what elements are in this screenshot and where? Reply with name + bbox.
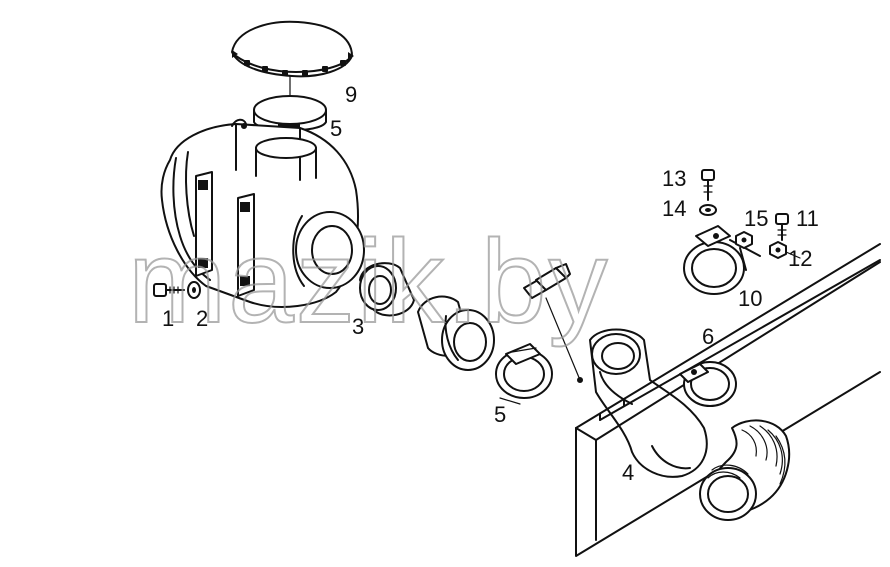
callout-6: 6 [702,324,714,349]
part-4-intake-pipe [589,328,708,478]
part-10-clamp [683,225,761,295]
part-11-bolt [775,213,789,241]
part-13-bolt [701,169,715,201]
callout-11: 11 [796,206,819,231]
part-1-bolt [153,283,185,297]
part-14-washer [699,204,717,216]
part-9-filter-cover [231,20,354,97]
part-2-washer [187,281,201,299]
callout-1: 1 [162,306,174,331]
intake-sensor [523,263,583,383]
callout-5-lower: 5 [494,402,506,427]
callout-2: 2 [196,306,208,331]
callout-labels: 9 5 13 14 15 11 12 10 1 2 3 6 5 4 [162,82,819,485]
air-filter-housing [160,118,365,308]
callout-9: 9 [345,82,357,107]
callout-15: 15 [744,206,768,231]
callout-14: 14 [662,196,686,221]
part-12-nut [769,241,801,259]
intake-connector [417,295,495,371]
part-6-clamp [679,361,737,407]
callout-4: 4 [622,460,634,485]
callout-3: 3 [352,314,364,339]
callout-5-upper: 5 [330,116,342,141]
watermark-text: mazik.by [128,216,610,348]
part-5-lower-clamp [495,343,553,405]
part-15-nut [735,231,753,249]
part-3-sleeve [359,262,415,317]
callout-13: 13 [662,166,686,191]
callout-10: 10 [738,286,762,311]
callout-12: 12 [788,246,812,271]
corrugated-hose [699,419,791,521]
